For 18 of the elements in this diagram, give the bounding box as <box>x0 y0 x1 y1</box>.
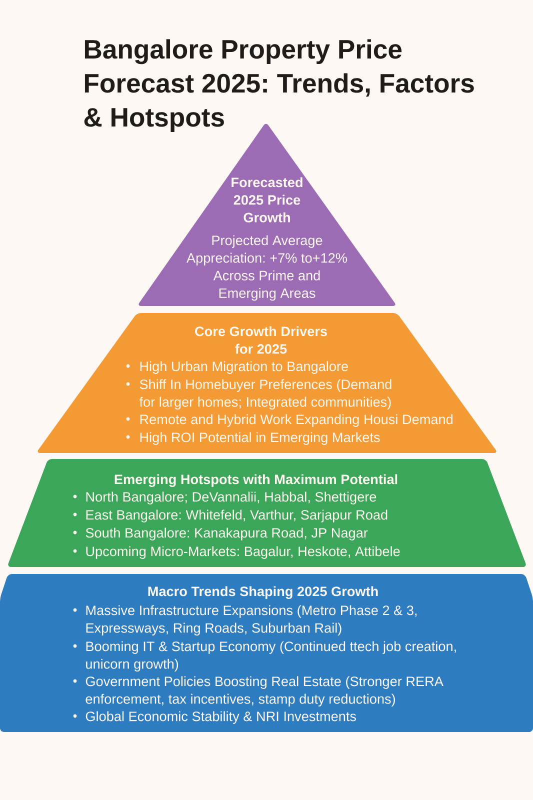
bullet-text: Massive Infrastructure Expansions (Metro Phase 2 & 3, Expressways, Ring Roads, Suburban Rail) <box>86 605 417 636</box>
bullet-text: Booming IT & Startup Economy (Continued ttech job creation, unicorn growth) <box>86 641 456 672</box>
bullet-text: Global Economic Stability & NRI Investments <box>86 711 356 724</box>
tier-heading: Macro Trends Shaping 2025 Growth <box>148 586 378 599</box>
bullet-text: High Urban Migration to Bangalore <box>140 361 348 374</box>
tier-heading: Core Growth Drivers for 2025 <box>195 326 327 354</box>
bullet-text: North Bangalore; DeVannalii, Habbal, Shettigere <box>86 492 376 504</box>
title: Bangalore Property Price Forecast 2025: Trends, Factors & Hotspots <box>84 39 474 132</box>
bullet-text: High ROI Potential in Emerging Markets <box>140 432 380 445</box>
tier-heading: Forecasted 2025 Price Growth <box>232 177 302 222</box>
bullet-text: Upcoming Micro-Markets: Bagalur, Heskote, Attibele <box>86 546 400 559</box>
bullet-text: Remote and Hybrid Work Expanding Housi Demand <box>140 414 452 427</box>
bullet-text: Shiff In Homebuyer Preferences (Demand for larger homes; Integrated communities) <box>139 379 392 410</box>
bullet-text: Government Policies Boosting Real Estate (Stronger RERA enforcement, tax incentives, stamp duty reductions) <box>86 676 444 706</box>
tier-text: Projected Average Appreciation: +7% to+12% Across Prime and Emerging Areas <box>186 235 347 301</box>
tier-heading: Emerging Hotspots with Maximum Potential <box>114 474 398 487</box>
bullet-text: South Bangalore: Kanakapura Road, JP Nagar <box>86 528 368 540</box>
bullet-text: East Bangalore: Whitefeld, Varthur, Sarjapur Road <box>86 510 388 522</box>
